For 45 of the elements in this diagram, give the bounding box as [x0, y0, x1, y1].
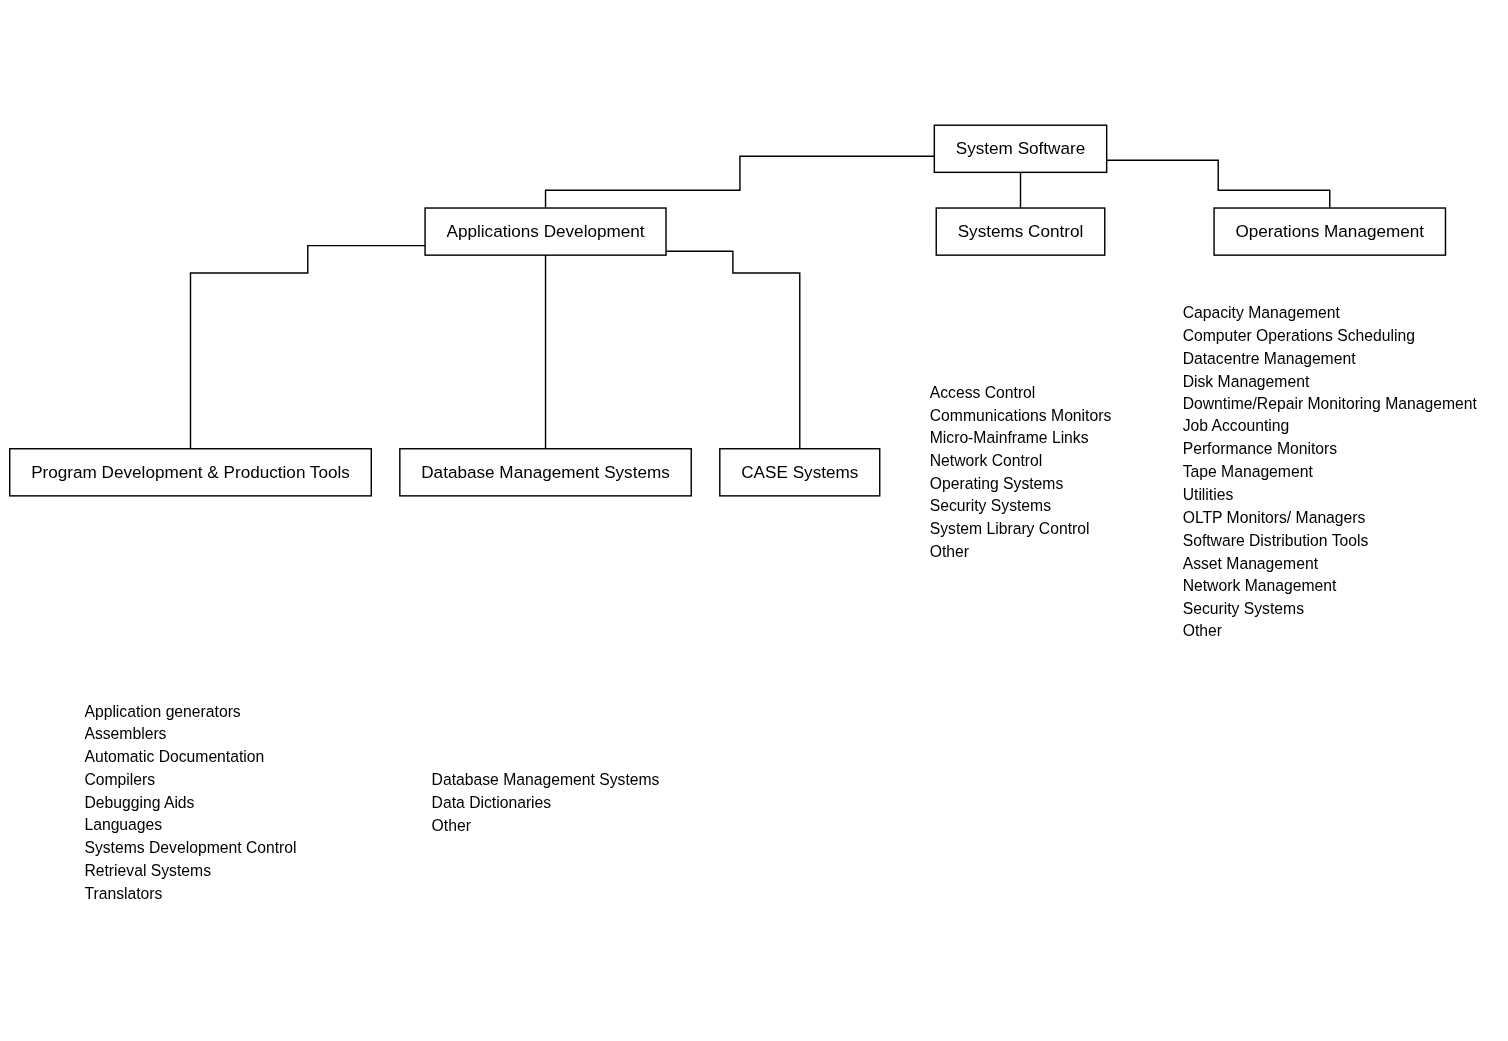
node-label: Retrieval Systems: [84, 861, 211, 880]
node-box: Systems Control: [935, 207, 1106, 256]
node-label: Debugging Aids: [84, 793, 195, 812]
node-label: Compilers: [84, 770, 156, 789]
node-label: Assemblers: [84, 725, 167, 743]
node-label: Tape Management: [1182, 463, 1313, 481]
node-box: Database Management Systems: [399, 448, 692, 497]
node-label: Other: [1182, 622, 1222, 641]
node-label: Computer Operations Scheduling: [1182, 326, 1415, 345]
node-label: Job Accounting: [1182, 417, 1290, 436]
node-label: Micro-Mainframe Links: [929, 428, 1089, 447]
node-label: Other: [431, 816, 471, 834]
node-label: Security Systems: [1182, 599, 1304, 618]
node-label: Access Control: [929, 383, 1036, 402]
node-label: Database Management Systems: [431, 770, 660, 789]
node-box: System Software: [933, 124, 1108, 174]
node-label: Downtime/Repair Monitoring Management: [1182, 394, 1477, 413]
node-label: Software Distribution Tools: [1182, 531, 1369, 550]
node-box: CASE Systems: [719, 448, 881, 497]
node-box: Operations Management: [1213, 207, 1447, 256]
connector: [1019, 171, 1022, 209]
node-label: Network Management: [1182, 576, 1337, 595]
node-label: Data Dictionaries: [431, 793, 552, 812]
connector: [189, 244, 426, 450]
node-label: Capacity Management: [1182, 303, 1340, 322]
node-box: Program Development & Production Tools: [9, 448, 372, 497]
node-label: Automatic Documentation: [84, 747, 265, 766]
node-label: Communications Monitors: [929, 406, 1112, 424]
node-label: Other: [929, 542, 970, 561]
node-label: Security Systems: [929, 497, 1052, 516]
node-label: Systems Development Control: [84, 838, 297, 857]
node-label: Asset Management: [1182, 554, 1318, 572]
node-label: Disk Management: [1182, 371, 1310, 390]
connector: [544, 254, 547, 450]
node-label: Operating Systems: [929, 474, 1064, 493]
node-label: Network Control: [929, 451, 1043, 470]
node-label: OLTP Monitors/ Managers: [1182, 508, 1366, 527]
node-label: Languages: [84, 816, 163, 834]
node-label: Performance Monitors: [1182, 440, 1338, 459]
node-label: Translators: [84, 884, 163, 903]
node-label: Application generators: [84, 702, 241, 721]
node-label: System Library Control: [929, 519, 1090, 538]
node-label: Utilities: [1182, 485, 1234, 504]
node-label: Datacentre Management: [1182, 349, 1356, 368]
node-box: Applications Development: [424, 207, 667, 256]
